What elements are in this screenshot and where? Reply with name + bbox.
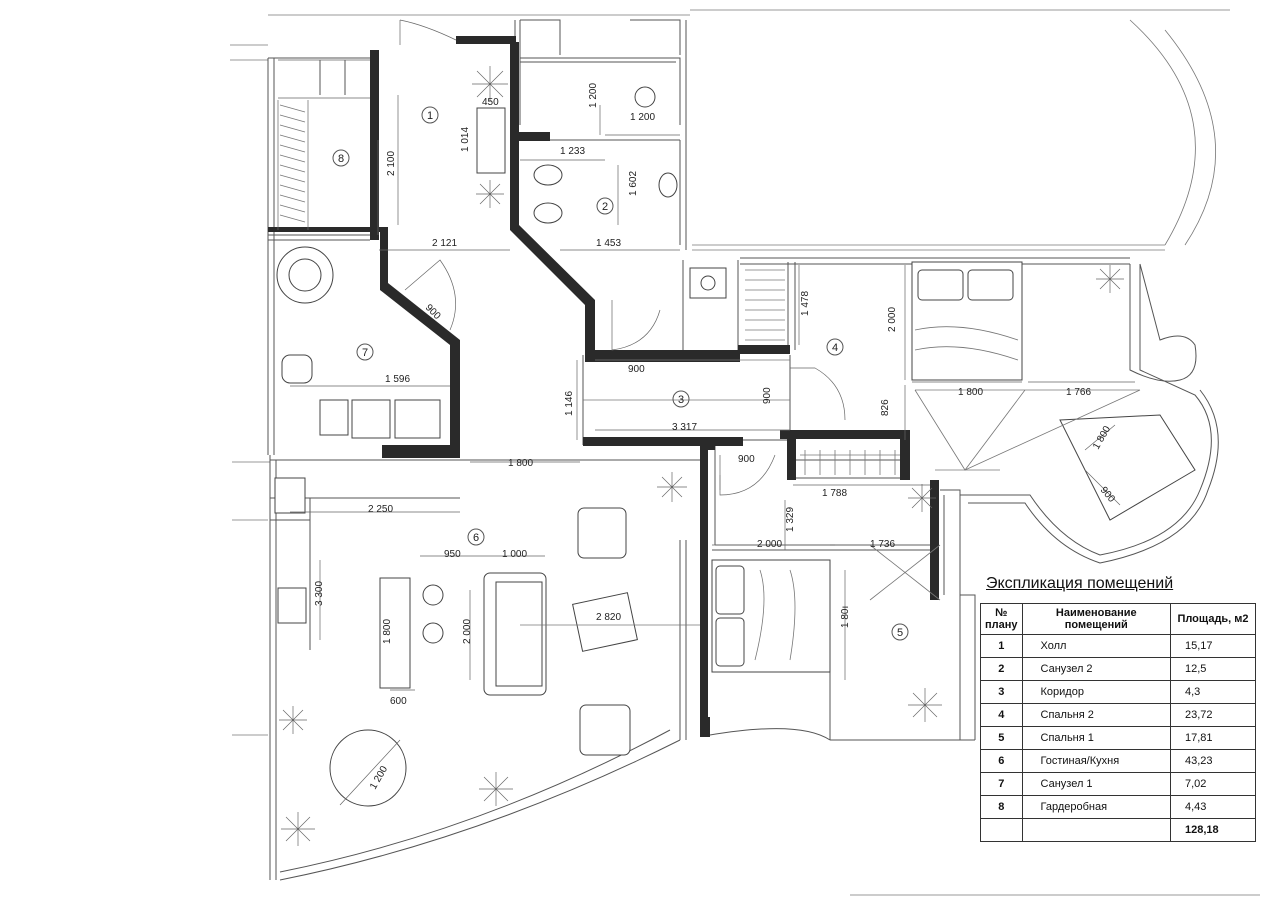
legend-row-name: Санузел 2 [1021, 657, 1172, 681]
room-5-number: 5 [897, 627, 903, 639]
room-numbers: 1 2 3 4 5 6 7 8 [338, 110, 903, 639]
dim-1478: 1 478 [800, 291, 811, 316]
legend-row-area: 12,5 [1170, 657, 1256, 681]
legend-row-name: Гардеробная [1021, 795, 1172, 819]
legend-total-row: 128,18 [980, 818, 1256, 842]
room-7-number: 7 [362, 347, 368, 359]
dim-1146: 1 146 [564, 391, 575, 416]
dim-900-door4: 900 [762, 387, 773, 404]
dim-1602: 1 602 [628, 171, 639, 196]
room-8-number: 8 [338, 153, 344, 165]
dim-3300: 3 300 [314, 581, 325, 606]
legend-row-name: Холл [1021, 634, 1172, 658]
legend-row-num: 7 [980, 772, 1023, 796]
dim-1800-bed2: 1 800 [958, 387, 983, 398]
dim-450: 450 [482, 97, 499, 108]
dim-600: 600 [390, 696, 407, 707]
wardrobe-racks [277, 59, 900, 475]
dim-900-door5: 900 [738, 454, 755, 465]
doors [399, 19, 846, 496]
legend-total-empty-1 [980, 818, 1023, 842]
legend-row-num: 1 [980, 634, 1023, 658]
dim-1200-horiz: 1 200 [630, 112, 655, 123]
legend-col-num: № плану [980, 603, 1023, 635]
legend-row-num: 8 [980, 795, 1023, 819]
dim-2820: 2 820 [596, 612, 621, 623]
legend-row-num: 3 [980, 680, 1023, 704]
legend-row-num: 2 [980, 657, 1023, 681]
furniture [274, 107, 1196, 807]
room-2-number: 2 [602, 201, 608, 213]
legend-row-name: Спальня 2 [1021, 703, 1172, 727]
dim-1453: 1 453 [596, 238, 621, 249]
dim-2100: 2 100 [386, 151, 397, 176]
dim-1736: 1 736 [870, 539, 895, 550]
legend-row-area: 43,23 [1170, 749, 1256, 773]
legend-col-name: Наименование помещений [1021, 603, 1172, 635]
legend-row-area: 4,43 [1170, 795, 1256, 819]
context-lines [230, 9, 1260, 896]
dim-826: 826 [880, 399, 891, 416]
dim-2121: 2 121 [432, 238, 457, 249]
room-markers [332, 106, 909, 641]
dim-2000-bed1: 2 000 [757, 539, 782, 550]
dim-2000-sofa: 2 000 [462, 619, 473, 644]
dim-950: 950 [444, 549, 461, 560]
legend-row-num: 5 [980, 726, 1023, 750]
dim-1233: 1 233 [560, 146, 585, 157]
dim-1801: 1 80ı [840, 606, 851, 628]
plant-symbols [279, 66, 1124, 846]
legend-row-area: 17,81 [1170, 726, 1256, 750]
legend-row-num: 4 [980, 703, 1023, 727]
legend-row-name: Санузел 1 [1021, 772, 1172, 796]
dim-1800-table: 1 800 [382, 619, 393, 644]
dim-2000-bed2: 2 000 [887, 307, 898, 332]
dim-1014: 1 014 [460, 127, 471, 152]
legend-total-empty-2 [1021, 818, 1172, 842]
room-legend: Экспликация помещений № плану Наименован… [980, 575, 1256, 842]
dim-900-corridor: 900 [628, 364, 645, 375]
dim-1329: 1 329 [785, 507, 796, 532]
dim-1200-vert: 1 200 [588, 83, 599, 108]
room-6-number: 6 [473, 532, 479, 544]
legend-row-name: Спальня 1 [1021, 726, 1172, 750]
legend-header-row: № плану Наименование помещений Площадь, … [980, 603, 1256, 635]
legend-table: № плану Наименование помещений Площадь, … [980, 603, 1256, 842]
legend-col-area: Площадь, м2 [1170, 603, 1256, 635]
dim-1596: 1 596 [385, 374, 410, 385]
legend-title: Экспликация помещений [986, 575, 1174, 592]
legend-total-area: 128,18 [1170, 818, 1256, 842]
legend-row-num: 6 [980, 749, 1023, 773]
legend-row-name: Коридор [1021, 680, 1172, 704]
thin-walls [267, 19, 1219, 881]
dim-2250: 2 250 [368, 504, 393, 515]
legend-row-area: 4,3 [1170, 680, 1256, 704]
dim-1800-hall: 1 800 [508, 458, 533, 469]
legend-row-area: 15,17 [1170, 634, 1256, 658]
thick-walls [268, 36, 939, 737]
legend-row-name: Гостиная/Кухня [1021, 749, 1172, 773]
dim-3317: 3 317 [672, 422, 697, 433]
legend-row-area: 7,02 [1170, 772, 1256, 796]
room-4-number: 4 [832, 342, 838, 354]
dim-1000: 1 000 [502, 549, 527, 560]
dimension-lines [290, 95, 1135, 806]
dim-1788: 1 788 [822, 488, 847, 499]
room-1-number: 1 [427, 110, 433, 122]
legend-row-area: 23,72 [1170, 703, 1256, 727]
bathroom-fixtures [276, 86, 727, 439]
dim-1766: 1 766 [1066, 387, 1091, 398]
room-3-number: 3 [678, 394, 684, 406]
